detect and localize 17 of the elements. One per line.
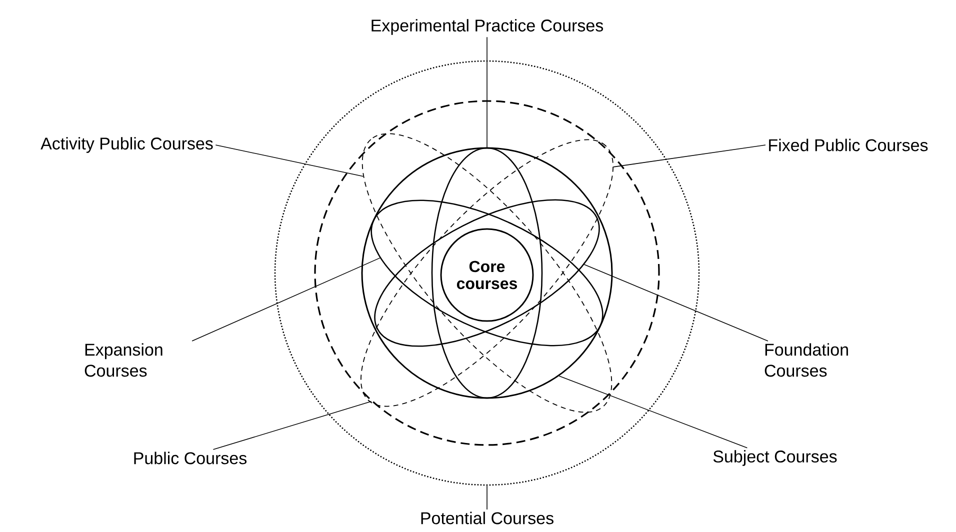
- course-label: Experimental Practice Courses: [372, 19, 604, 35]
- course-label: Activity Public Courses: [40, 137, 213, 153]
- course-label: Expansion Courses: [84, 343, 162, 377]
- leader-line: [215, 144, 364, 177]
- course-label: Potential Courses: [421, 512, 554, 524]
- leader-line: [558, 376, 748, 448]
- leader-line: [584, 264, 768, 342]
- leader-line: [486, 485, 488, 510]
- leader-line: [212, 401, 372, 450]
- course-label: Public Courses: [134, 452, 247, 464]
- course-label: Subject Courses: [713, 450, 837, 466]
- leader-line: [486, 36, 488, 148]
- course-label: Foundation Courses: [764, 343, 848, 377]
- leader-line: [192, 258, 380, 342]
- course-label: Fixed Public Courses: [769, 138, 928, 152]
- ring: [274, 60, 700, 486]
- leader-line: [613, 144, 766, 168]
